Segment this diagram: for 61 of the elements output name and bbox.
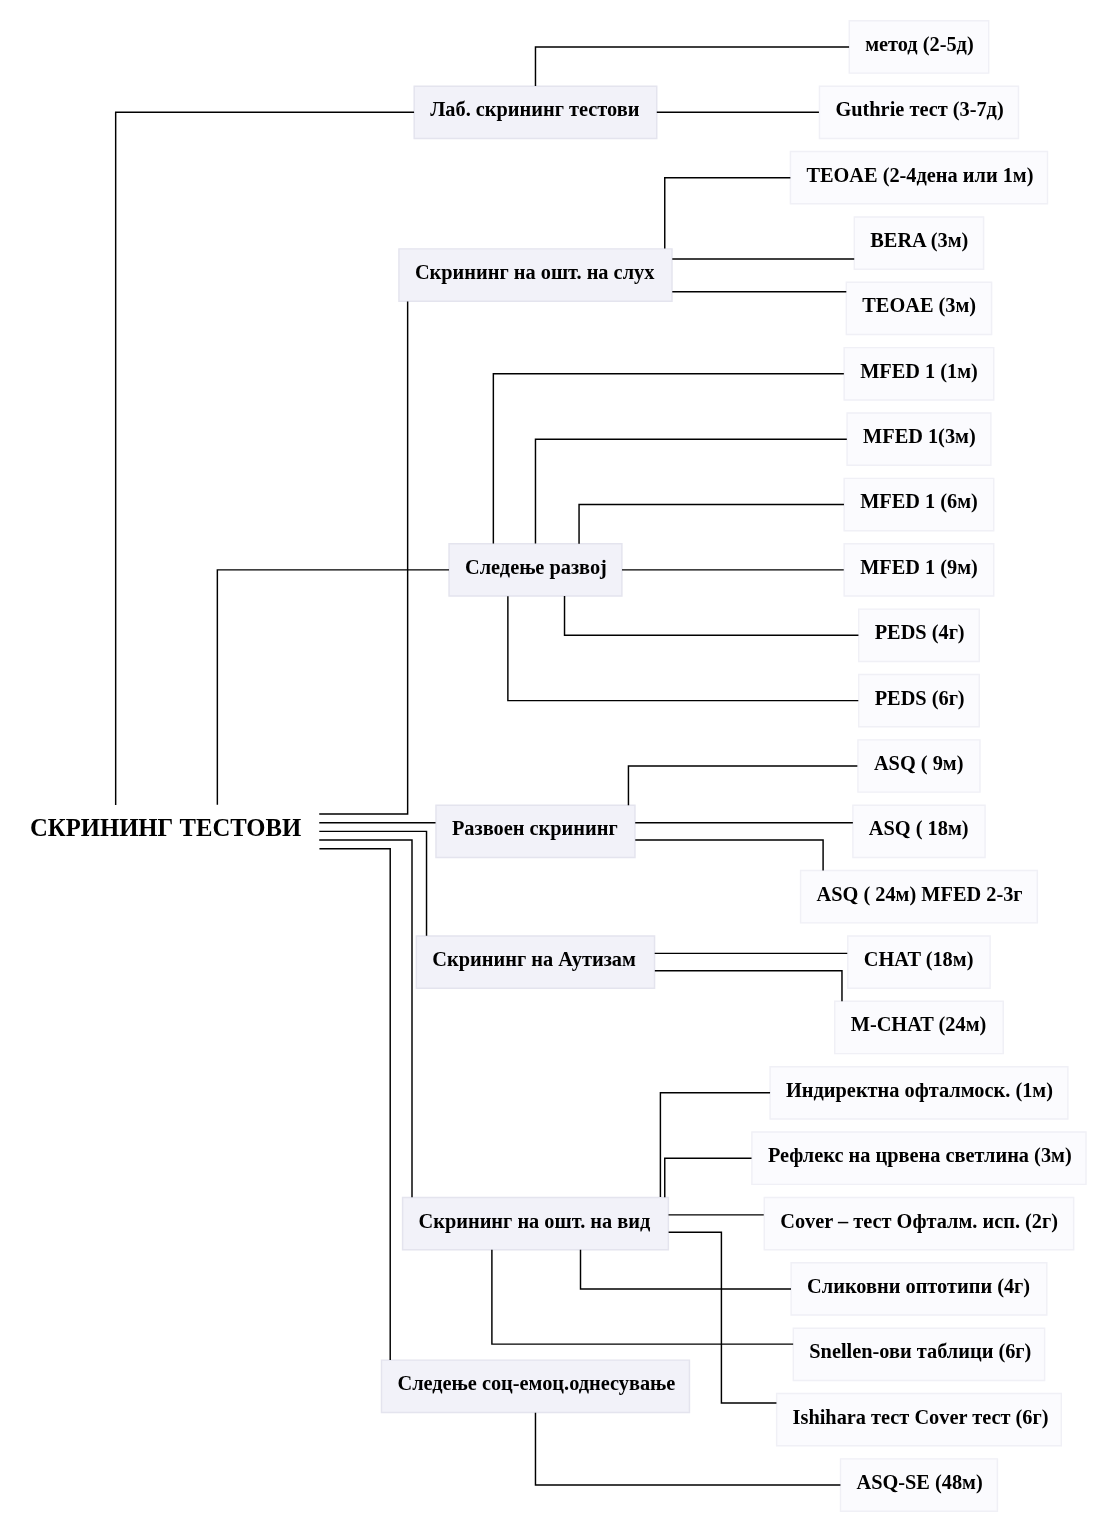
node-box: Ishihara тест Cover тест (6г) <box>775 1392 1063 1447</box>
node-box: Cover – тест Офталм. исп. (2г) <box>763 1196 1075 1251</box>
node-box: Следење соц-емоц.однесување <box>380 1359 691 1414</box>
connector <box>579 1249 792 1290</box>
connector <box>656 111 820 114</box>
node-box: TEOAE (2-4дена или 1м) <box>789 150 1049 205</box>
connector <box>534 46 850 87</box>
connector <box>634 839 824 872</box>
connector <box>659 1092 771 1198</box>
node-box: Guthrie тест (3-7д) <box>818 85 1020 140</box>
node-box: метод (2-5д) <box>848 20 990 74</box>
connector <box>664 1157 753 1199</box>
connector <box>667 1231 778 1404</box>
node-box: Скрининг на ошт. на слух <box>398 248 673 302</box>
connector <box>634 821 854 824</box>
node-box: Развоен скрининг <box>435 804 636 859</box>
node-box: Лаб. скрининг тестови <box>413 85 658 140</box>
connector <box>318 830 428 937</box>
node-box: Скрининг на ошт. на вид <box>401 1196 670 1251</box>
node-box: CHAT (18м) <box>847 935 991 989</box>
connector <box>563 595 860 636</box>
connector <box>318 839 413 1198</box>
connector <box>627 765 859 806</box>
node-box: MFED 1 (9м) <box>843 543 995 597</box>
node-box: MFED 1 (1м) <box>843 346 995 401</box>
connector <box>492 373 845 545</box>
node-box: PEDS (6г) <box>857 673 980 728</box>
node-box: Скрининг на Аутизам <box>415 935 656 989</box>
node-box: MFED 1 (6м) <box>843 477 995 532</box>
node-box: Snellen-ови таблици (6г) <box>792 1327 1046 1382</box>
node-box: BERA (3м) <box>853 216 985 270</box>
connector <box>671 291 847 293</box>
node-text: СКРИНИНГ ТЕСТОВИ <box>29 813 302 841</box>
node-box: Сликовни оптотипи (4г) <box>790 1262 1048 1316</box>
node-box: Следење развој <box>448 543 623 597</box>
connector <box>318 848 391 1361</box>
connector <box>654 970 843 1002</box>
connector <box>216 569 450 806</box>
node-box: M-CHAT (24м) <box>834 1000 1004 1055</box>
connector <box>534 1412 842 1486</box>
node-box: TEOAE (3м) <box>845 281 993 336</box>
connector <box>653 952 848 955</box>
node-box: Рефлекс на црвена светлина (3м) <box>751 1131 1087 1186</box>
node-box: MFED 1(3м) <box>846 412 992 467</box>
connector <box>318 821 437 824</box>
connector <box>667 1214 765 1216</box>
connector <box>114 111 415 806</box>
connector <box>318 300 409 815</box>
node-box: Индиректна офталмоск. (1м) <box>769 1065 1069 1120</box>
node-box: ASQ ( 24м) MFED 2-3г <box>799 869 1039 924</box>
connector <box>578 503 845 545</box>
node-box: ASQ ( 9м) <box>857 739 981 793</box>
connector <box>507 595 860 702</box>
connector <box>671 258 855 260</box>
connector <box>534 438 848 545</box>
node-box: ASQ-SE (48м) <box>839 1458 999 1512</box>
connector <box>491 1249 794 1345</box>
node-box: ASQ ( 18м) <box>852 804 986 859</box>
node-box: PEDS (4г) <box>857 608 980 663</box>
connector <box>664 176 792 250</box>
connector <box>621 569 845 571</box>
